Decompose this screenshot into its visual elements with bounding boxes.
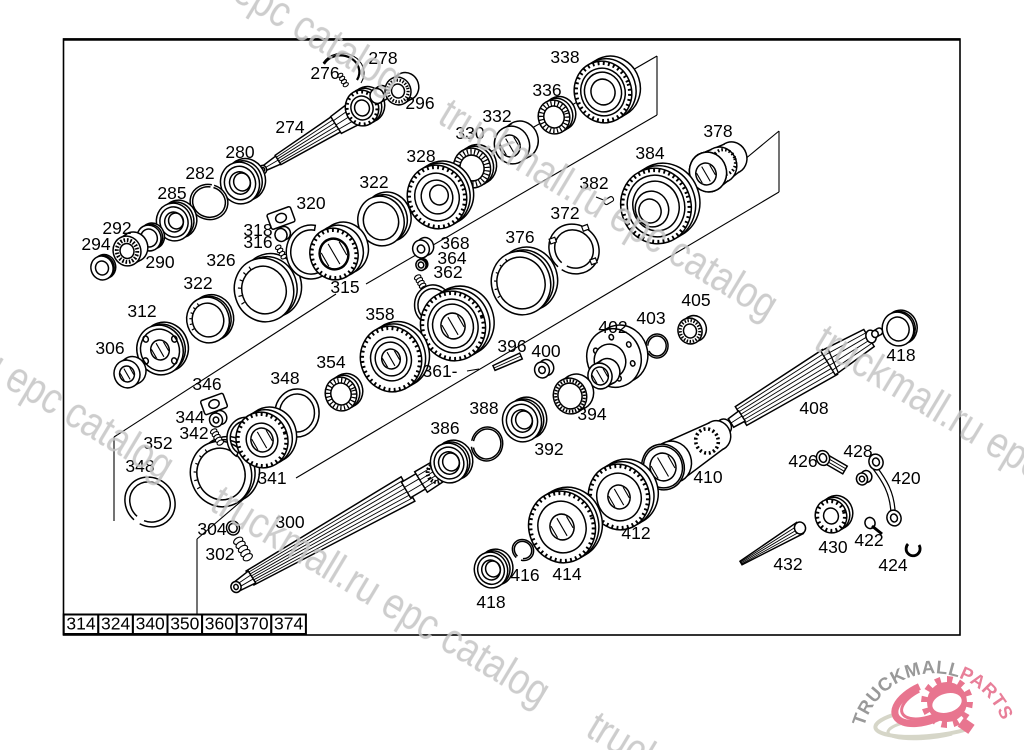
svg-text:374: 374 (274, 614, 303, 634)
svg-text:296: 296 (405, 93, 434, 113)
svg-text:358: 358 (365, 304, 394, 324)
svg-text:324: 324 (101, 614, 130, 634)
svg-text:386: 386 (430, 418, 459, 438)
svg-text:392: 392 (534, 439, 563, 459)
svg-text:332: 332 (482, 106, 511, 126)
svg-text:396: 396 (497, 336, 526, 356)
svg-text:400: 400 (531, 341, 560, 361)
svg-text:341: 341 (257, 468, 286, 488)
svg-text:403: 403 (636, 308, 665, 328)
svg-text:360: 360 (205, 614, 234, 634)
svg-text:424: 424 (878, 555, 907, 575)
svg-text:378: 378 (703, 121, 732, 141)
svg-text:304: 304 (197, 519, 226, 539)
svg-text:312: 312 (127, 301, 156, 321)
svg-text:276: 276 (310, 63, 339, 83)
svg-text:418: 418 (886, 345, 915, 365)
svg-text:294: 294 (81, 234, 110, 254)
svg-text:376: 376 (505, 227, 534, 247)
svg-text:416: 416 (510, 565, 539, 585)
svg-text:322: 322 (359, 172, 388, 192)
svg-text:338: 338 (550, 47, 579, 67)
svg-text:278: 278 (368, 48, 397, 68)
svg-text:280: 280 (225, 142, 254, 162)
svg-text:405: 405 (681, 290, 710, 310)
svg-text:364: 364 (437, 248, 466, 268)
svg-text:388: 388 (469, 398, 498, 418)
svg-text:306: 306 (95, 338, 124, 358)
svg-text:342: 342 (179, 423, 208, 443)
svg-text:420: 420 (891, 468, 920, 488)
svg-text:361-: 361- (422, 361, 457, 381)
svg-text:426: 426 (788, 451, 817, 471)
svg-text:320: 320 (296, 193, 325, 213)
svg-text:428: 428 (843, 441, 872, 461)
svg-text:402: 402 (598, 317, 627, 337)
svg-text:344: 344 (175, 407, 204, 427)
svg-text:350: 350 (170, 614, 199, 634)
svg-text:362: 362 (433, 262, 462, 282)
svg-text:300: 300 (275, 512, 304, 532)
svg-text:328: 328 (406, 146, 435, 166)
svg-text:354: 354 (316, 352, 345, 372)
svg-text:282: 282 (185, 163, 214, 183)
svg-text:422: 422 (854, 530, 883, 550)
svg-text:410: 410 (693, 467, 722, 487)
svg-text:318: 318 (243, 220, 272, 240)
svg-text:336: 336 (532, 80, 561, 100)
svg-text:384: 384 (635, 143, 664, 163)
svg-text:326: 326 (206, 250, 235, 270)
svg-text:348: 348 (270, 368, 299, 388)
svg-text:370: 370 (239, 614, 268, 634)
svg-text:372: 372 (550, 203, 579, 223)
svg-text:290: 290 (145, 252, 174, 272)
svg-text:322: 322 (183, 273, 212, 293)
svg-text:412: 412 (621, 523, 650, 543)
svg-text:302: 302 (205, 544, 234, 564)
svg-text:414: 414 (552, 564, 581, 584)
svg-text:382: 382 (579, 173, 608, 193)
svg-text:432: 432 (773, 554, 802, 574)
svg-text:285: 285 (157, 183, 186, 203)
svg-text:316: 316 (243, 232, 272, 252)
svg-text:330: 330 (455, 123, 484, 143)
svg-text:346: 346 (192, 374, 221, 394)
svg-text:352: 352 (143, 433, 172, 453)
svg-text:315: 315 (330, 277, 359, 297)
svg-text:368: 368 (440, 233, 469, 253)
svg-text:292: 292 (102, 218, 131, 238)
svg-text:430: 430 (818, 537, 847, 557)
svg-text:340: 340 (136, 614, 165, 634)
svg-text:418: 418 (476, 592, 505, 612)
svg-text:274: 274 (275, 117, 304, 137)
svg-text:314: 314 (66, 614, 95, 634)
svg-text:348: 348 (125, 456, 154, 476)
svg-text:408: 408 (799, 398, 828, 418)
svg-text:394: 394 (577, 404, 606, 424)
